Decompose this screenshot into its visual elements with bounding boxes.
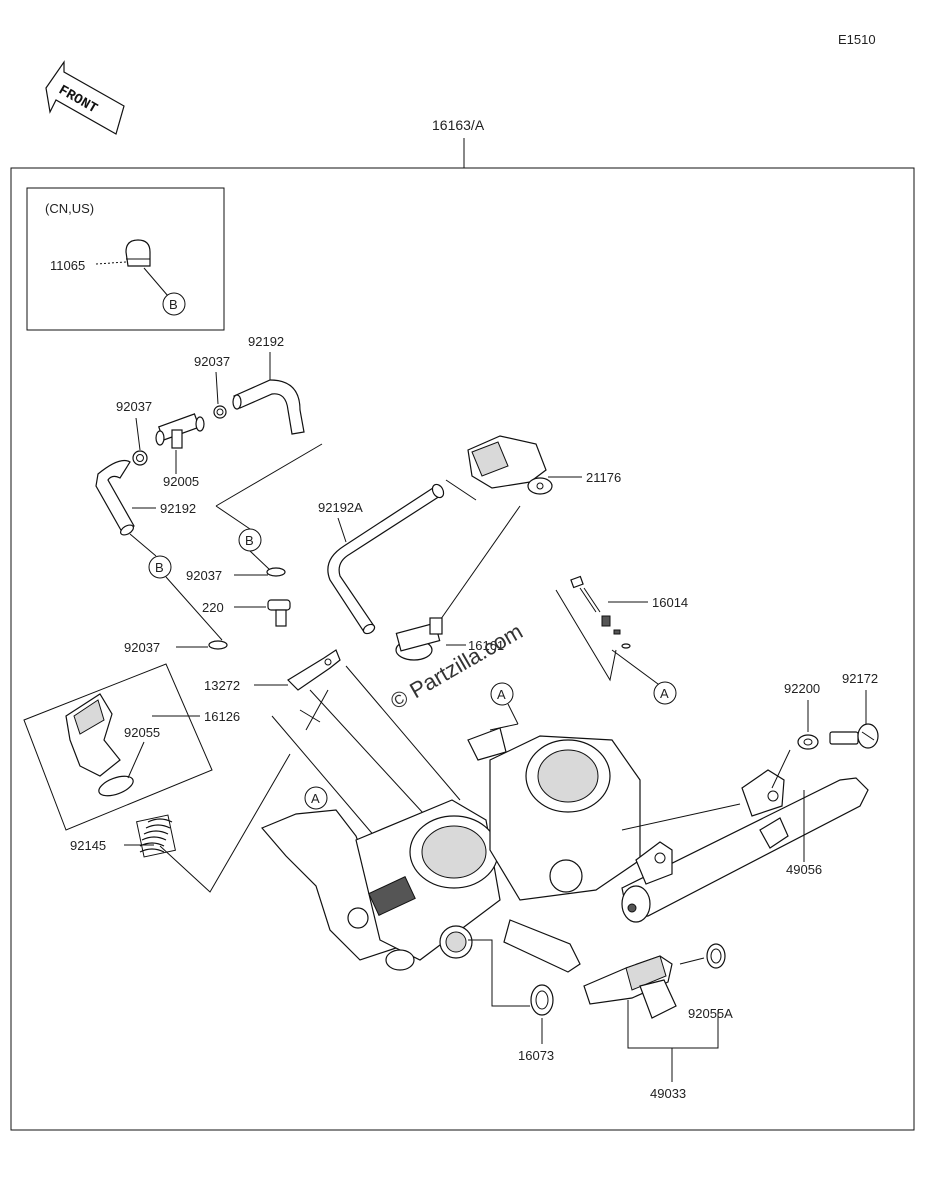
clamp-part-92037-left <box>132 450 148 466</box>
part-label-92005: 92005 <box>163 474 199 489</box>
front-arrow-icon: FRONT <box>45 60 125 135</box>
fuel-rail-part-49056 <box>621 769 869 923</box>
callout-a1-label: A <box>660 686 669 701</box>
injector-part-49033 <box>583 955 677 1019</box>
gasket-part-16073 <box>530 984 554 1016</box>
part-label-16073: 16073 <box>518 1048 554 1063</box>
hose-part-92192-top <box>232 379 305 435</box>
valve-part-16161 <box>395 617 443 661</box>
part-label-92037-low: 92037 <box>124 640 160 655</box>
part-label-92172: 92172 <box>842 671 878 686</box>
tee-joint-part-92005 <box>155 413 205 449</box>
hose-part-92192A <box>327 483 445 635</box>
bracket-part-13272 <box>287 649 341 691</box>
diagram-code: E1510 <box>838 32 876 47</box>
part-label-21176: 21176 <box>586 470 621 485</box>
part-label-92055A: 92055A <box>688 1006 733 1021</box>
callout-b2-label: B <box>245 533 254 548</box>
part-label-92055: 92055 <box>124 725 160 740</box>
callout-a2 <box>490 682 514 706</box>
washer-part-92200 <box>797 734 819 750</box>
cap-part-11065 <box>125 239 151 267</box>
part-label-92145: 92145 <box>70 838 106 853</box>
part-label-49056: 49056 <box>786 862 822 877</box>
part-label-92037-top: 92037 <box>194 354 230 369</box>
part-label-16014: 16014 <box>652 595 688 610</box>
part-label-16161: 16161 <box>468 638 504 653</box>
bolt-part-92172 <box>829 723 879 749</box>
throttle-body-assembly <box>261 727 641 973</box>
part-label-49033: 49033 <box>650 1086 686 1101</box>
oring-part-92055A <box>706 943 726 969</box>
part-label-92192-top: 92192 <box>248 334 284 349</box>
callout-b1-label: B <box>169 297 178 312</box>
callout-a3-label: A <box>311 791 320 806</box>
callout-b3-label: B <box>155 560 164 575</box>
part-label-92192-left: 92192 <box>160 501 196 516</box>
part-label-92200: 92200 <box>784 681 820 696</box>
part-label-13272: 13272 <box>204 678 240 693</box>
part-label-11065: 11065 <box>50 258 85 273</box>
spring-part-92145 <box>136 814 176 858</box>
part-label-92037-mid: 92037 <box>186 568 222 583</box>
assembly-label: 16163/A <box>432 117 485 133</box>
callout-a2-label: A <box>497 687 506 702</box>
callout-b3 <box>148 555 172 579</box>
callout-a1 <box>653 681 677 705</box>
clamp-part-92037-low <box>208 640 228 650</box>
clamp-part-92037-mid <box>266 567 286 577</box>
callout-b1 <box>162 292 186 316</box>
part-label-16126: 16126 <box>204 709 240 724</box>
callout-a3 <box>304 786 328 810</box>
part-label-92037-left: 92037 <box>116 399 152 414</box>
region-inset <box>26 187 225 331</box>
clamp-part-92037-top <box>213 405 227 419</box>
screw-set-part-16014 <box>570 575 631 649</box>
screw-part-220 <box>267 599 291 627</box>
part-label-92192A: 92192A <box>318 500 363 515</box>
assembly-frame <box>10 167 915 1131</box>
sensor-part-21176 <box>467 435 553 495</box>
region-note: (CN,US) <box>45 201 94 216</box>
hose-part-92192-left <box>95 459 135 536</box>
part-label-220: 220 <box>202 600 224 615</box>
tps-sensor-part-16126 <box>65 693 134 797</box>
sensor-inset-16126 <box>23 663 213 831</box>
